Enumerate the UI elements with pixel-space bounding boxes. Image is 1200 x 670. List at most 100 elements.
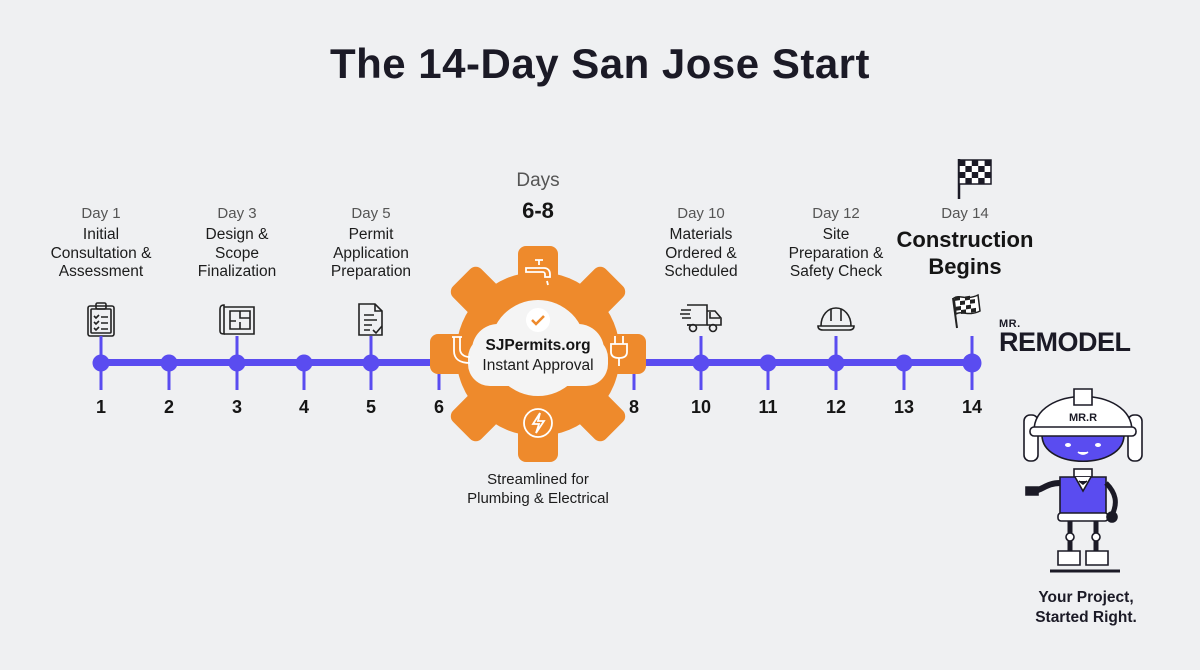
gear-note-line: Plumbing & Electrical — [467, 490, 609, 507]
step-label-line: Materials — [669, 226, 733, 243]
day-number: 14 — [961, 397, 983, 417]
checkered-flag-icon — [890, 292, 1040, 329]
tagline: Your Project, Started Right. — [1006, 588, 1166, 628]
timeline-stem — [970, 364, 974, 390]
step-day: Day 5 — [351, 205, 391, 222]
step-label-line: Application — [333, 244, 409, 262]
timeline-dot — [962, 353, 982, 373]
timeline-stem — [970, 336, 974, 362]
timeline-dot — [362, 354, 380, 372]
lightning-icon — [523, 408, 553, 438]
step-label: Construction Begins — [890, 226, 1040, 280]
step-label-line: Initial — [82, 226, 120, 243]
timeline-stem — [369, 336, 373, 362]
day-number: 8 — [628, 397, 640, 417]
blueprint-icon — [162, 302, 312, 338]
step-label: Site Preparation & Safety Check — [761, 226, 911, 282]
timeline-dot — [895, 354, 913, 372]
step-label-line: Preparation — [330, 263, 412, 280]
day-number: 4 — [298, 397, 310, 417]
step-label-line: Site — [822, 226, 850, 243]
day-number: 3 — [231, 397, 243, 417]
days-range-header: Days 6-8 — [516, 170, 559, 224]
timeline-stem — [167, 364, 171, 390]
step-day: Day 14 — [941, 205, 989, 222]
timeline-dot — [827, 354, 845, 372]
step-label-line: Construction — [896, 227, 1034, 252]
hard-hat-icon — [761, 302, 911, 338]
timeline-stem — [834, 336, 838, 362]
day-number: 12 — [825, 397, 847, 417]
step-day-3: Day 3 Design & Scope Finalization — [162, 205, 312, 338]
gear-subtitle: Instant Approval — [482, 357, 594, 374]
timeline-stem — [235, 364, 239, 390]
step-label-line: Scope — [215, 244, 259, 262]
step-label-line: Consultation & — [50, 244, 152, 262]
timeline-stem — [632, 364, 636, 390]
days-range: 6-8 — [522, 198, 554, 223]
step-label-line: Ordered & — [665, 244, 737, 262]
timeline-stem — [766, 364, 770, 390]
step-day-14: Day 14 Construction Begins — [890, 205, 1040, 329]
timeline-stem — [235, 336, 239, 362]
day-number: 13 — [893, 397, 915, 417]
faucet-icon — [525, 259, 551, 286]
step-label: Design & Scope Finalization — [162, 226, 312, 282]
step-label-line: Begins — [928, 254, 1002, 279]
mascot-robot: MR.R — [1020, 375, 1150, 585]
timeline-dot — [228, 354, 246, 372]
step-label-line: Scheduled — [664, 263, 738, 280]
timeline-stem — [699, 336, 703, 362]
gear-title: SJPermits.org — [485, 337, 591, 354]
step-label-line: Permit — [348, 226, 394, 243]
day-number: 11 — [758, 397, 778, 417]
timeline-stem — [437, 364, 441, 390]
timeline-dot — [295, 354, 313, 372]
mascot-badge: MR.R — [1069, 412, 1097, 424]
step-day: Day 3 — [217, 205, 257, 222]
logo-name: REMODEL — [999, 327, 1131, 357]
logo-prefix: MR. — [999, 318, 1021, 330]
plug-icon — [610, 336, 628, 366]
day-number: 5 — [365, 397, 377, 417]
step-label-line: Assessment — [58, 263, 144, 280]
day-number: 1 — [95, 397, 107, 417]
step-day-1: Day 1 Initial Consultation & Assessment — [26, 205, 176, 338]
document-check-icon — [296, 302, 446, 338]
delivery-truck-icon — [626, 302, 776, 338]
page-title: The 14-Day San Jose Start — [329, 40, 871, 87]
timeline-dot — [692, 354, 710, 372]
brand-logo: MR. REMODEL — [999, 318, 1131, 357]
step-day: Day 12 — [812, 205, 860, 222]
step-label-line: Finalization — [197, 263, 277, 280]
gear-note: Streamlined for Plumbing & Electrical — [418, 470, 658, 508]
checkered-flag-icon — [955, 156, 993, 205]
step-day-5: Day 5 Permit Application Preparation — [296, 205, 446, 338]
check-circle-icon — [526, 308, 550, 332]
day-number: 6 — [433, 397, 445, 417]
step-label-line: Preparation & — [788, 244, 884, 262]
gear-label: SJPermits.org Instant Approval — [458, 337, 618, 375]
timeline-stem — [369, 364, 373, 390]
step-label: Permit Application Preparation — [296, 226, 446, 282]
step-label: Materials Ordered & Scheduled — [626, 226, 776, 282]
timeline-stem — [834, 364, 838, 390]
timeline-dot — [160, 354, 178, 372]
tagline-line: Your Project, — [1038, 589, 1134, 606]
timeline-stem — [99, 364, 103, 390]
step-day: Day 10 — [677, 205, 725, 222]
timeline-stem — [902, 364, 906, 390]
clipboard-checklist-icon — [26, 301, 176, 338]
pipe-icon — [452, 336, 471, 364]
permit-gear — [428, 244, 648, 464]
step-label: Initial Consultation & Assessment — [26, 226, 176, 282]
tagline-line: Started Right. — [1035, 609, 1137, 626]
step-day: Day 1 — [81, 205, 121, 222]
gear-note-line: Streamlined for — [487, 471, 589, 488]
day-number: 2 — [163, 397, 175, 417]
days-label: Days — [516, 170, 560, 191]
day-number: 10 — [690, 397, 712, 417]
timeline-stem — [699, 364, 703, 390]
step-label-line: Design & — [205, 226, 269, 243]
timeline-dot — [759, 354, 777, 372]
